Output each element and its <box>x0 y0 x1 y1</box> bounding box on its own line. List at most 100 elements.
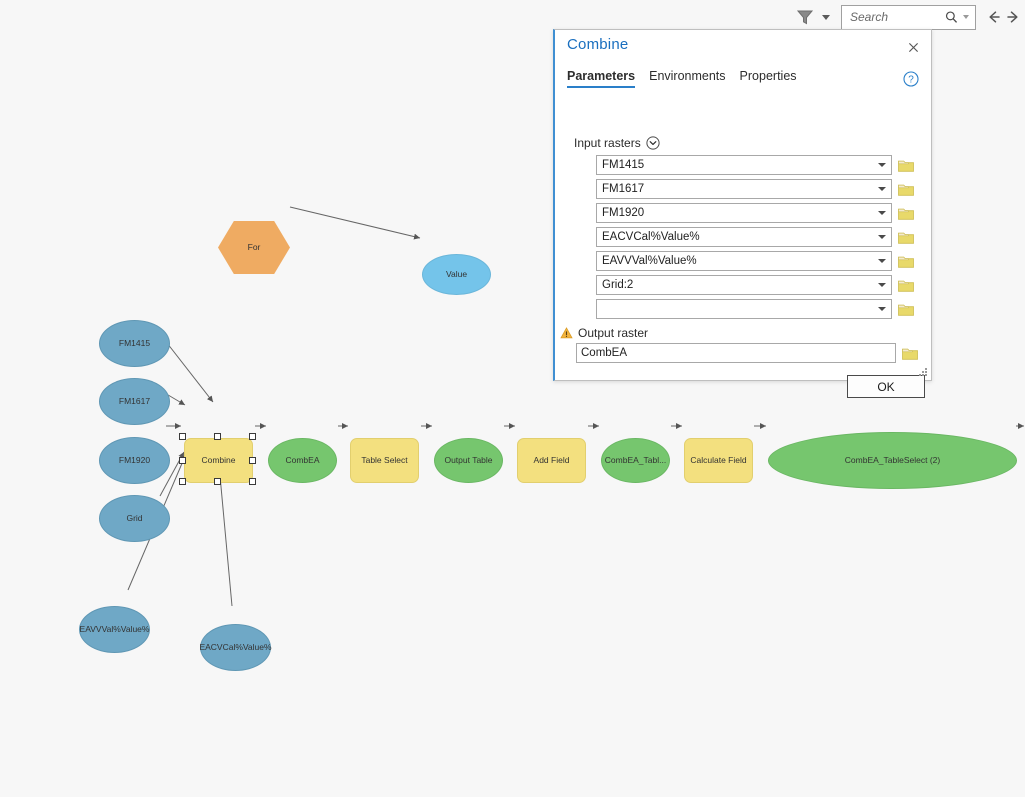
node-label: FM1415 <box>118 337 151 348</box>
model-node-eavvval[interactable]: EAVVVal%Value% <box>79 606 150 653</box>
selection-handle-se[interactable] <box>249 478 256 485</box>
model-node-combea[interactable]: CombEA <box>268 438 337 483</box>
model-node-combea-table[interactable]: CombEA_Tabl... <box>601 438 670 483</box>
filter-dropdown-caret-icon[interactable] <box>819 7 833 27</box>
tab-environments[interactable]: Environments <box>649 69 726 83</box>
folder-icon[interactable] <box>898 207 914 220</box>
search-input[interactable] <box>848 5 944 29</box>
input-raster-combo-7[interactable] <box>596 299 892 319</box>
chevron-down-circle-icon[interactable] <box>646 136 660 150</box>
folder-icon[interactable] <box>898 279 914 292</box>
dialog-title-bar[interactable]: Combine <box>555 30 931 64</box>
model-node-table-select[interactable]: Table Select <box>350 438 419 483</box>
selection-handle-n[interactable] <box>214 433 221 440</box>
model-node-grid[interactable]: Grid <box>99 495 170 542</box>
node-label: FM1920 <box>118 454 151 465</box>
input-raster-row-4: EACVCal%Value% <box>596 227 914 247</box>
tab-parameters[interactable]: Parameters <box>567 69 636 88</box>
model-node-eacvcal[interactable]: EACVCal%Value% <box>199 624 272 671</box>
chevron-down-icon[interactable] <box>878 283 886 287</box>
input-raster-row-6: Grid:2 <box>596 275 914 295</box>
chevron-down-icon[interactable] <box>878 211 886 215</box>
selection-handle-e[interactable] <box>249 457 256 464</box>
forward-arrow-icon[interactable] <box>1005 9 1021 25</box>
combine-tool-dialog[interactable]: Combine Parameters Environments Properti… <box>553 29 932 398</box>
input-raster-combo-1[interactable]: FM1415 <box>596 155 892 175</box>
input-raster-combo-2[interactable]: FM1617 <box>596 179 892 199</box>
model-node-calculate-field[interactable]: Calculate Field <box>684 438 753 483</box>
input-raster-combo-6[interactable]: Grid:2 <box>596 275 892 295</box>
navigation-arrows <box>986 9 1021 25</box>
chevron-down-icon[interactable] <box>878 307 886 311</box>
chevron-down-icon[interactable] <box>878 187 886 191</box>
node-label: Calculate Field <box>690 454 747 465</box>
combo-value: EAVVVal%Value% <box>602 255 697 267</box>
ok-button[interactable]: OK <box>847 375 925 398</box>
node-label: CombEA_TableSelect (2) <box>844 454 941 465</box>
input-raster-combo-5[interactable]: EAVVVal%Value% <box>596 251 892 271</box>
node-label: Output Table <box>444 454 493 465</box>
chevron-down-icon[interactable] <box>878 235 886 239</box>
combo-value: FM1617 <box>602 183 645 195</box>
chevron-down-icon[interactable] <box>878 163 886 167</box>
node-label: For <box>247 241 261 252</box>
selection-handle-nw[interactable] <box>179 433 186 440</box>
node-label: Value <box>445 268 468 279</box>
combo-value: FM1920 <box>602 207 645 219</box>
input-raster-combo-3[interactable]: FM1920 <box>596 203 892 223</box>
close-icon[interactable] <box>903 37 923 57</box>
search-dropdown-caret-icon[interactable] <box>963 15 969 19</box>
input-raster-combo-4[interactable]: EACVCal%Value% <box>596 227 892 247</box>
input-raster-row-1: FM1415 <box>596 155 914 175</box>
model-node-fm1920[interactable]: FM1920 <box>99 437 170 484</box>
model-node-value[interactable]: Value <box>422 254 491 295</box>
folder-icon[interactable] <box>898 303 914 316</box>
selection-handle-sw[interactable] <box>179 478 186 485</box>
model-node-output-table[interactable]: Output Table <box>434 438 503 483</box>
input-rasters-section-label: Input rasters <box>574 136 660 150</box>
input-raster-row-7 <box>596 299 914 319</box>
output-raster-label: Output raster <box>578 326 649 340</box>
toolbar-controls <box>795 3 1021 31</box>
output-raster-row <box>576 343 918 363</box>
top-toolbar <box>0 0 1025 34</box>
selection-handle-ne[interactable] <box>249 433 256 440</box>
folder-icon[interactable] <box>898 231 914 244</box>
search-icon[interactable] <box>944 10 959 25</box>
selection-handle-w[interactable] <box>179 457 186 464</box>
resize-grip-icon[interactable] <box>919 368 928 377</box>
node-label: EACVCal%Value% <box>199 641 272 652</box>
chevron-down-icon[interactable] <box>878 259 886 263</box>
node-label: Table Select <box>361 454 408 465</box>
node-label: Combine <box>201 454 236 465</box>
filter-icon[interactable] <box>795 7 815 27</box>
dialog-title: Combine <box>567 36 629 53</box>
node-label: EAVVVal%Value% <box>79 623 150 634</box>
node-label: Grid <box>126 512 143 523</box>
output-raster-input[interactable] <box>576 343 896 363</box>
model-node-add-field[interactable]: Add Field <box>517 438 586 483</box>
folder-icon[interactable] <box>898 183 914 196</box>
model-node-combine[interactable]: Combine <box>184 438 253 483</box>
svg-text:?: ? <box>908 75 914 86</box>
folder-icon[interactable] <box>902 347 918 360</box>
combo-value: Grid:2 <box>602 279 634 291</box>
dialog-tabs: Parameters Environments Properties <box>567 69 797 88</box>
search-box[interactable] <box>841 4 976 30</box>
tab-properties[interactable]: Properties <box>739 69 797 83</box>
node-label: CombEA <box>285 454 320 465</box>
input-rasters-label: Input rasters <box>574 136 641 150</box>
model-node-fm1617[interactable]: FM1617 <box>99 378 170 425</box>
dialog-body: Input rasters FM1415 <box>555 96 931 398</box>
folder-icon[interactable] <box>898 159 914 172</box>
warning-triangle-icon <box>560 327 573 339</box>
node-label: FM1617 <box>118 395 151 406</box>
selection-handle-s[interactable] <box>214 478 221 485</box>
back-arrow-icon[interactable] <box>986 9 1002 25</box>
help-icon[interactable]: ? <box>903 71 919 87</box>
input-raster-row-5: EAVVVal%Value% <box>596 251 914 271</box>
node-label: Add Field <box>533 454 570 465</box>
folder-icon[interactable] <box>898 255 914 268</box>
model-node-combea-tableselect-2[interactable]: CombEA_TableSelect (2) <box>768 432 1017 489</box>
model-node-fm1415[interactable]: FM1415 <box>99 320 170 367</box>
